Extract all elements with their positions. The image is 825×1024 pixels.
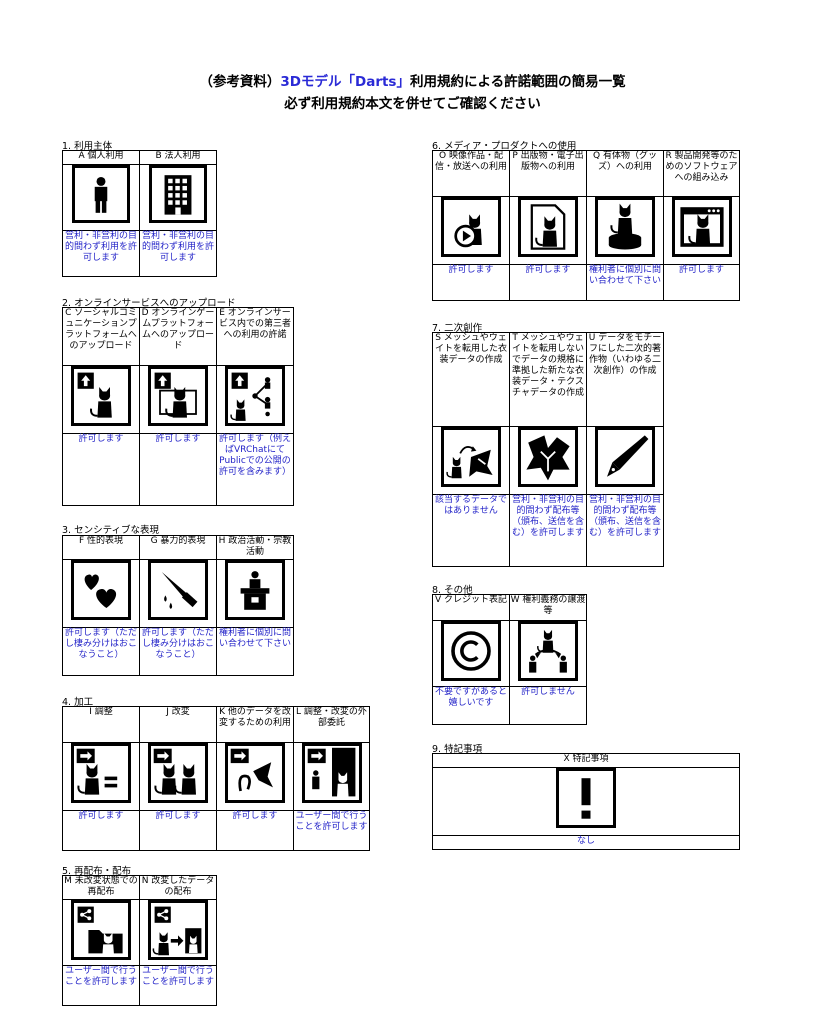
answer-I: 許可します [62, 810, 140, 851]
header-X: X 特記事項 [432, 753, 740, 768]
header-E: E オンラインサービス内での第三者への利用の許諾 [216, 307, 294, 366]
cloth-icon [518, 427, 578, 487]
section-title-sensitive: 3. センシティブな表現 [62, 525, 160, 536]
header-W: W 権利義務の譲渡等 [509, 594, 587, 621]
modify-cat-icon [148, 743, 208, 803]
page-title: （参考資料）3Dモデル「Darts」利用規約による許諾範囲の簡易一覧 [199, 74, 626, 90]
header-R: R 製品開発等のためのソフトウェアへの組み込み [663, 150, 740, 197]
share-network-icon [225, 366, 285, 426]
section-title-derivative: 7. 二次創作 [432, 323, 483, 334]
table-redistribute: M 未改変状態での再配布 N 改変したデータの配布 ユーザー間で行うことを許可し… [62, 875, 217, 1006]
answer-D: 許可します [139, 433, 217, 506]
answer-K: 許可します [216, 810, 294, 851]
adjust-equals-icon [71, 743, 131, 803]
answer-E: 許可します（例えばVRChatにてPublicでの公開の許可を含みます） [216, 433, 294, 506]
header-L: L 調整・改変の外部委託 [293, 706, 370, 743]
header-A: A 個人利用 [62, 150, 140, 165]
section-title-media: 6. メディア・プロダクトへの使用 [432, 141, 577, 152]
header-D: D オンラインゲームプラットフォームへのアップロード [139, 307, 217, 366]
header-Q: Q 有体物（グッズ）への利用 [586, 150, 664, 197]
answer-C: 許可します [62, 433, 140, 506]
header-B: B 法人利用 [139, 150, 217, 165]
header-T: T メッシュやウェイトを転用しないでデータの規格に準拠した新たな衣装データ・テク… [509, 332, 587, 427]
answer-N: ユーザー間で行うことを許可します [139, 965, 217, 1006]
answer-F: 許可します（ただし棲み分けはおこなうこと） [62, 627, 140, 676]
header-C: C ソーシャルコミュニケーションプラットフォームへのアップロード [62, 307, 140, 366]
window-cat-icon [671, 197, 732, 257]
section-title-redistribute: 5. 再配布・配布 [62, 866, 132, 877]
share-modified-icon [148, 900, 208, 960]
cloth-transfer-icon [441, 427, 501, 487]
header-O: O 映像作品・配信・放送への利用 [432, 150, 510, 197]
section-title-modify: 4. 加工 [62, 697, 94, 708]
answer-V: 不要ですがあると嬉しいです [432, 686, 510, 725]
header-S: S メッシュやウェイトを転用した衣装データの作成 [432, 332, 510, 427]
answer-J: 許可します [139, 810, 217, 851]
header-G: G 暴力的表現 [139, 535, 217, 560]
answer-G: 許可します（ただし棲み分けはおこなうこと） [139, 627, 217, 676]
table-online: C ソーシャルコミュニケーションプラットフォームへのアップロード D オンライン… [62, 307, 294, 506]
copyright-icon [441, 621, 501, 681]
table-special: X 特記事項 なし [432, 753, 740, 850]
building-icon [149, 165, 207, 223]
transfer-people-icon [518, 621, 578, 681]
header-H: H 政治活動・宗教活動 [216, 535, 294, 560]
header-J: J 改変 [139, 706, 217, 743]
answer-L: ユーザー間で行うことを許可します [293, 810, 370, 851]
header-F: F 性的表現 [62, 535, 140, 560]
exclamation-icon [556, 768, 616, 828]
answer-S: 該当するデータではありません [432, 494, 510, 567]
morph-icon [225, 743, 285, 803]
answer-W: 許可しません [509, 686, 587, 725]
answer-R: 許可します [663, 264, 740, 301]
pen-nib-icon [595, 427, 655, 487]
answer-B: 営利・非営利の目的問わず利用を許可します [139, 230, 217, 277]
video-cat-icon [441, 197, 501, 257]
table-derivative: S メッシュやウェイトを転用した衣装データの作成 T メッシュやウェイトを転用し… [432, 332, 664, 567]
answer-P: 許可します [509, 264, 587, 301]
answer-H: 権利者に個別に問い合わせて下さい [216, 627, 294, 676]
header-U: U データをモチーフにした二次的著作物（いわゆる二次創作）の作成 [586, 332, 664, 427]
answer-A: 営利・非営利の目的問わず利用を許可します [62, 230, 140, 277]
knife-icon [148, 560, 208, 620]
answer-Q: 権利者に個別に問い合わせて下さい [586, 264, 664, 301]
section-title-other: 8. その他 [432, 585, 473, 596]
section-title-online: 2. オンラインサービスへのアップロード [62, 298, 236, 309]
figure-cat-icon [595, 197, 655, 257]
section-title-usage: 1. 利用主体 [62, 141, 113, 152]
answer-T: 営利・非営利の目的問わず配布等（頒布、送信を含む）を許可します [509, 494, 587, 567]
answer-X: なし [432, 835, 740, 850]
table-media: O 映像作品・配信・放送への利用 P 出版物・電子出版物への利用 Q 有体物（グ… [432, 150, 740, 301]
answer-M: ユーザー間で行うことを許可します [62, 965, 140, 1006]
upload-cat-icon [71, 366, 131, 426]
upload-monitor-cat-icon [148, 366, 208, 426]
table-sensitive: F 性的表現 G 暴力的表現 H 政治活動・宗教活動 許可します（ただし棲み分け… [62, 535, 294, 676]
share-folder-icon [71, 900, 131, 960]
podium-icon [225, 560, 285, 620]
table-other: V クレジット表記 W 権利義務の譲渡等 不要ですがあると嬉しいです 許可しませ… [432, 594, 587, 725]
table-usage: A 個人利用 B 法人利用 営利・非営利の目的問わず利用を許可します 営利・非営… [62, 150, 217, 277]
person-icon [72, 165, 130, 223]
header-V: V クレジット表記 [432, 594, 510, 621]
answer-U: 営利・非営利の目的問わず配布等（頒布、送信を含む）を許可します [586, 494, 664, 567]
header-N: N 改変したデータの配布 [139, 875, 217, 900]
header-M: M 未改変状態での再配布 [62, 875, 140, 900]
table-modify: I 調整 J 改変 K 他のデータを改変するための利用 L 調整・改変の外部委託… [62, 706, 370, 851]
header-P: P 出版物・電子出版物への利用 [509, 150, 587, 197]
document-cat-icon [518, 197, 578, 257]
section-title-special: 9. 特記事項 [432, 744, 483, 755]
outsource-icon [301, 743, 362, 803]
answer-O: 許可します [432, 264, 510, 301]
header-K: K 他のデータを改変するための利用 [216, 706, 294, 743]
heart-icon [71, 560, 131, 620]
page-subtitle: 必ず利用規約本文を併せてご確認ください [284, 96, 541, 112]
header-I: I 調整 [62, 706, 140, 743]
